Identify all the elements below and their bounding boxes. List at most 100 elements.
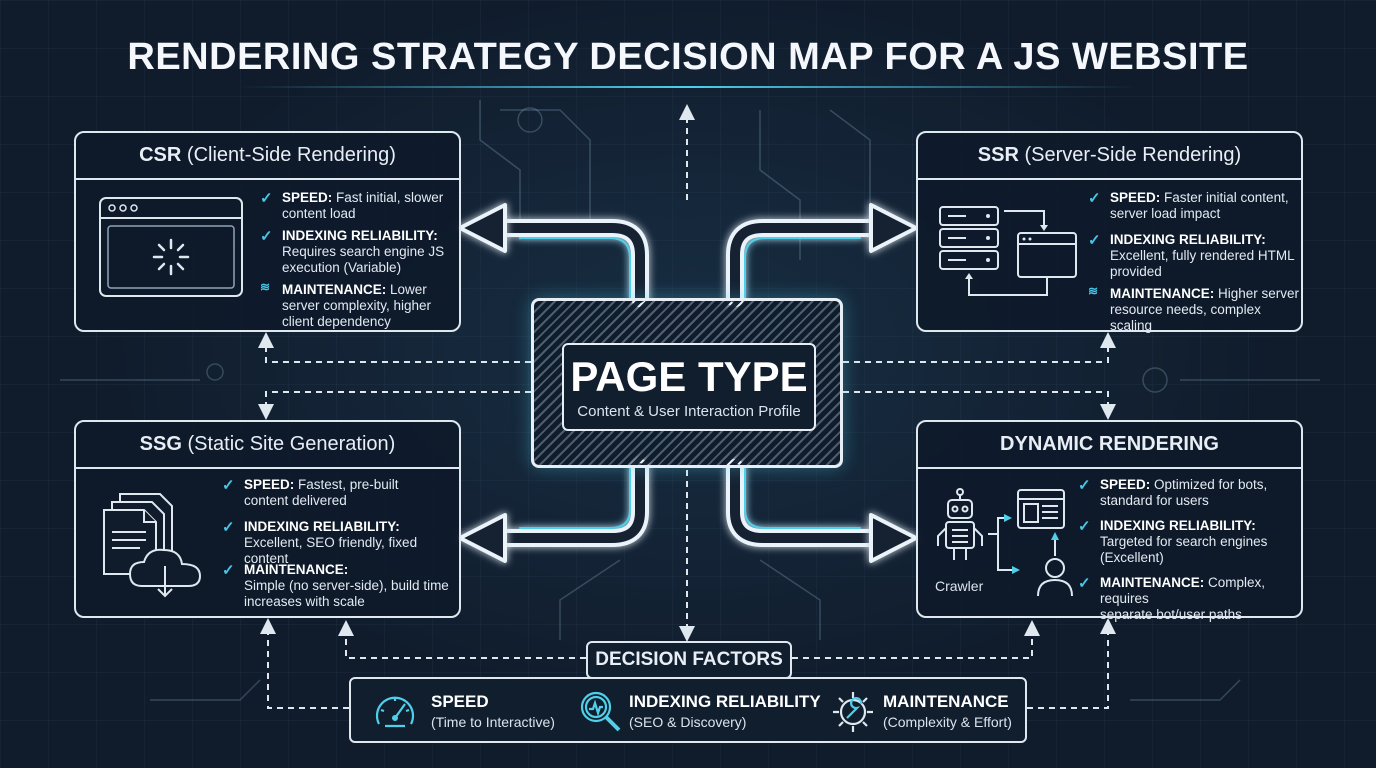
ssg-card: SSG (Static Site Generation) ✓ SPEED: Fa… xyxy=(74,420,461,618)
dynamic-rendering-card: DYNAMIC RENDERING ✓ SPEED: Optimized for… xyxy=(916,420,1303,622)
page-type-subtitle: Content & User Interaction Profile xyxy=(577,403,801,420)
server-to-browser-icon xyxy=(939,206,1077,296)
ssr-abbr: SSR xyxy=(977,144,1019,166)
check-icon: ✓ xyxy=(1088,190,1101,207)
page-title: RENDERING STRATEGY DECISION MAP FOR A JS… xyxy=(127,36,1249,78)
ssr-maintenance-text-1: Higher server xyxy=(1214,286,1300,301)
ssg-indexing-label: INDEXING RELIABILITY: xyxy=(244,519,400,534)
ssg-indexing-text-1: Excellent, SEO friendly, fixed content xyxy=(244,535,418,566)
ssg-indexing: INDEXING RELIABILITY:Excellent, SEO frie… xyxy=(244,519,460,567)
ssg-maintenance: MAINTENANCE:Simple (no server-side), bui… xyxy=(244,562,458,610)
dynamic-indexing-label: INDEXING RELIABILITY: xyxy=(1100,518,1256,533)
ssg-speed-label: SPEED: xyxy=(244,477,295,492)
ssr-indexing-text-2: provided xyxy=(1110,264,1162,279)
factor-speed-subtitle: (Time to Interactive) xyxy=(431,714,555,730)
factor-speed-title: SPEED xyxy=(431,692,489,711)
check-icon: ✓ xyxy=(1078,518,1091,535)
ssr-speed-text-2: server load impact xyxy=(1110,206,1221,221)
dynamic-maintenance-text-2: separate bot/user paths xyxy=(1100,607,1242,622)
factor-maintenance-title: MAINTENANCE xyxy=(883,692,1009,711)
decision-factors-panel: SPEED (Time to Interactive) INDEXING REL… xyxy=(349,677,1027,743)
csr-indexing-label: INDEXING RELIABILITY: xyxy=(282,228,438,243)
check-icon: ✓ xyxy=(260,228,273,245)
ssg-abbr: SSG xyxy=(139,433,182,455)
csr-maintenance-text-1: Lower xyxy=(386,282,427,297)
check-icon: ✓ xyxy=(222,477,235,494)
csr-indexing: INDEXING RELIABILITY:Requires search eng… xyxy=(282,228,458,276)
dynamic-indexing-text-1: Targeted for search engines xyxy=(1100,534,1268,549)
factor-maintenance-subtitle: (Complexity & Effort) xyxy=(883,714,1012,730)
browser-loading-icon xyxy=(99,197,243,297)
chart-trend-icon: ≋ xyxy=(260,280,271,294)
ssg-speed-text-1: Fastest, pre-built xyxy=(294,477,399,492)
dashed-connectors xyxy=(258,332,1116,709)
csr-speed-text-1: Fast initial, slower xyxy=(332,190,444,205)
dynamic-maintenance-text-1: Complex, requires xyxy=(1100,575,1266,606)
ssr-maintenance-text-2: resource needs, complex scaling xyxy=(1110,302,1261,333)
chart-trend-icon: ≋ xyxy=(1088,284,1099,298)
csr-maintenance-text-2: server complexity, higher xyxy=(282,298,432,313)
check-icon: ✓ xyxy=(222,562,235,579)
documents-cloud-icon xyxy=(103,493,202,598)
ssg-maintenance-text-2: increases with scale xyxy=(244,594,365,609)
dynamic-maintenance-label: MAINTENANCE: xyxy=(1100,575,1205,590)
csr-speed-label: SPEED: xyxy=(282,190,333,205)
ssr-speed-text-1: Faster initial content, xyxy=(1160,190,1289,205)
ssr-card-header: SSR (Server-Side Rendering) xyxy=(918,133,1301,180)
csr-card-header: CSR (Client-Side Rendering) xyxy=(76,133,459,180)
check-icon: ✓ xyxy=(1078,477,1091,494)
crawler-label: Crawler xyxy=(935,578,984,594)
circuit-decoration xyxy=(60,100,1320,701)
ssg-speed-text-2: content delivered xyxy=(244,493,347,508)
dynamic-speed-text-2: standard for users xyxy=(1100,493,1209,508)
csr-indexing-text-2: execution (Variable) xyxy=(282,260,402,275)
dynamic-speed: SPEED: Optimized for bots,standard for u… xyxy=(1100,477,1300,509)
gear-wrench-icon xyxy=(833,692,873,732)
page-type-title: PAGE TYPE xyxy=(570,353,808,400)
csr-name: (Client-Side Rendering) xyxy=(186,144,396,166)
ssr-speed-label: SPEED: xyxy=(1110,190,1161,205)
speedometer-icon xyxy=(375,696,415,728)
factor-indexing-subtitle: (SEO & Discovery) xyxy=(629,714,747,730)
csr-speed-text-2: content load xyxy=(282,206,356,221)
check-icon: ✓ xyxy=(260,190,273,207)
csr-maintenance-text-3: client dependency xyxy=(282,314,391,329)
page-type-inner: PAGE TYPE Content & User Interaction Pro… xyxy=(562,343,816,431)
title-underline xyxy=(240,86,1136,88)
dynamic-title: DYNAMIC RENDERING xyxy=(1000,433,1219,455)
ssg-name: (Static Site Generation) xyxy=(187,433,396,455)
ssg-card-header: SSG (Static Site Generation) xyxy=(76,422,459,469)
page-type-box: PAGE TYPE Content & User Interaction Pro… xyxy=(531,298,843,468)
check-icon: ✓ xyxy=(222,519,235,536)
csr-card: CSR (Client-Side Rendering) ✓ SPEED: Fas… xyxy=(74,131,461,332)
ssr-maintenance-label: MAINTENANCE: xyxy=(1110,286,1215,301)
dynamic-indexing: INDEXING RELIABILITY:Targeted for search… xyxy=(1100,518,1300,566)
glowing-arrows xyxy=(491,219,885,547)
check-icon: ✓ xyxy=(1088,232,1101,249)
arrow-heads xyxy=(458,203,918,563)
csr-maintenance-label: MAINTENANCE: xyxy=(282,282,387,297)
dynamic-speed-text-1: Optimized for bots, xyxy=(1150,477,1268,492)
decision-factors-label: DECISION FACTORS xyxy=(586,641,792,679)
csr-indexing-text-1: Requires search engine JS xyxy=(282,244,445,259)
crawler-user-icon xyxy=(937,488,1073,597)
ssr-card: SSR (Server-Side Rendering) ✓ SPEED: Fas… xyxy=(916,131,1304,334)
dynamic-card-header: DYNAMIC RENDERING xyxy=(918,422,1301,469)
ssr-name: (Server-Side Rendering) xyxy=(1024,144,1242,166)
dynamic-speed-label: SPEED: xyxy=(1100,477,1151,492)
csr-abbr: CSR xyxy=(139,144,182,166)
ssg-maintenance-label: MAINTENANCE: xyxy=(244,562,349,577)
magnifier-icon xyxy=(580,691,621,732)
ssr-speed: SPEED: Faster initial content,server loa… xyxy=(1110,190,1300,222)
ssr-indexing: INDEXING RELIABILITY:Excellent, fully re… xyxy=(1110,232,1300,280)
ssr-indexing-label: INDEXING RELIABILITY: xyxy=(1110,232,1266,247)
ssr-indexing-text-1: Excellent, fully rendered HTML xyxy=(1110,248,1295,263)
check-icon: ✓ xyxy=(1078,575,1091,592)
